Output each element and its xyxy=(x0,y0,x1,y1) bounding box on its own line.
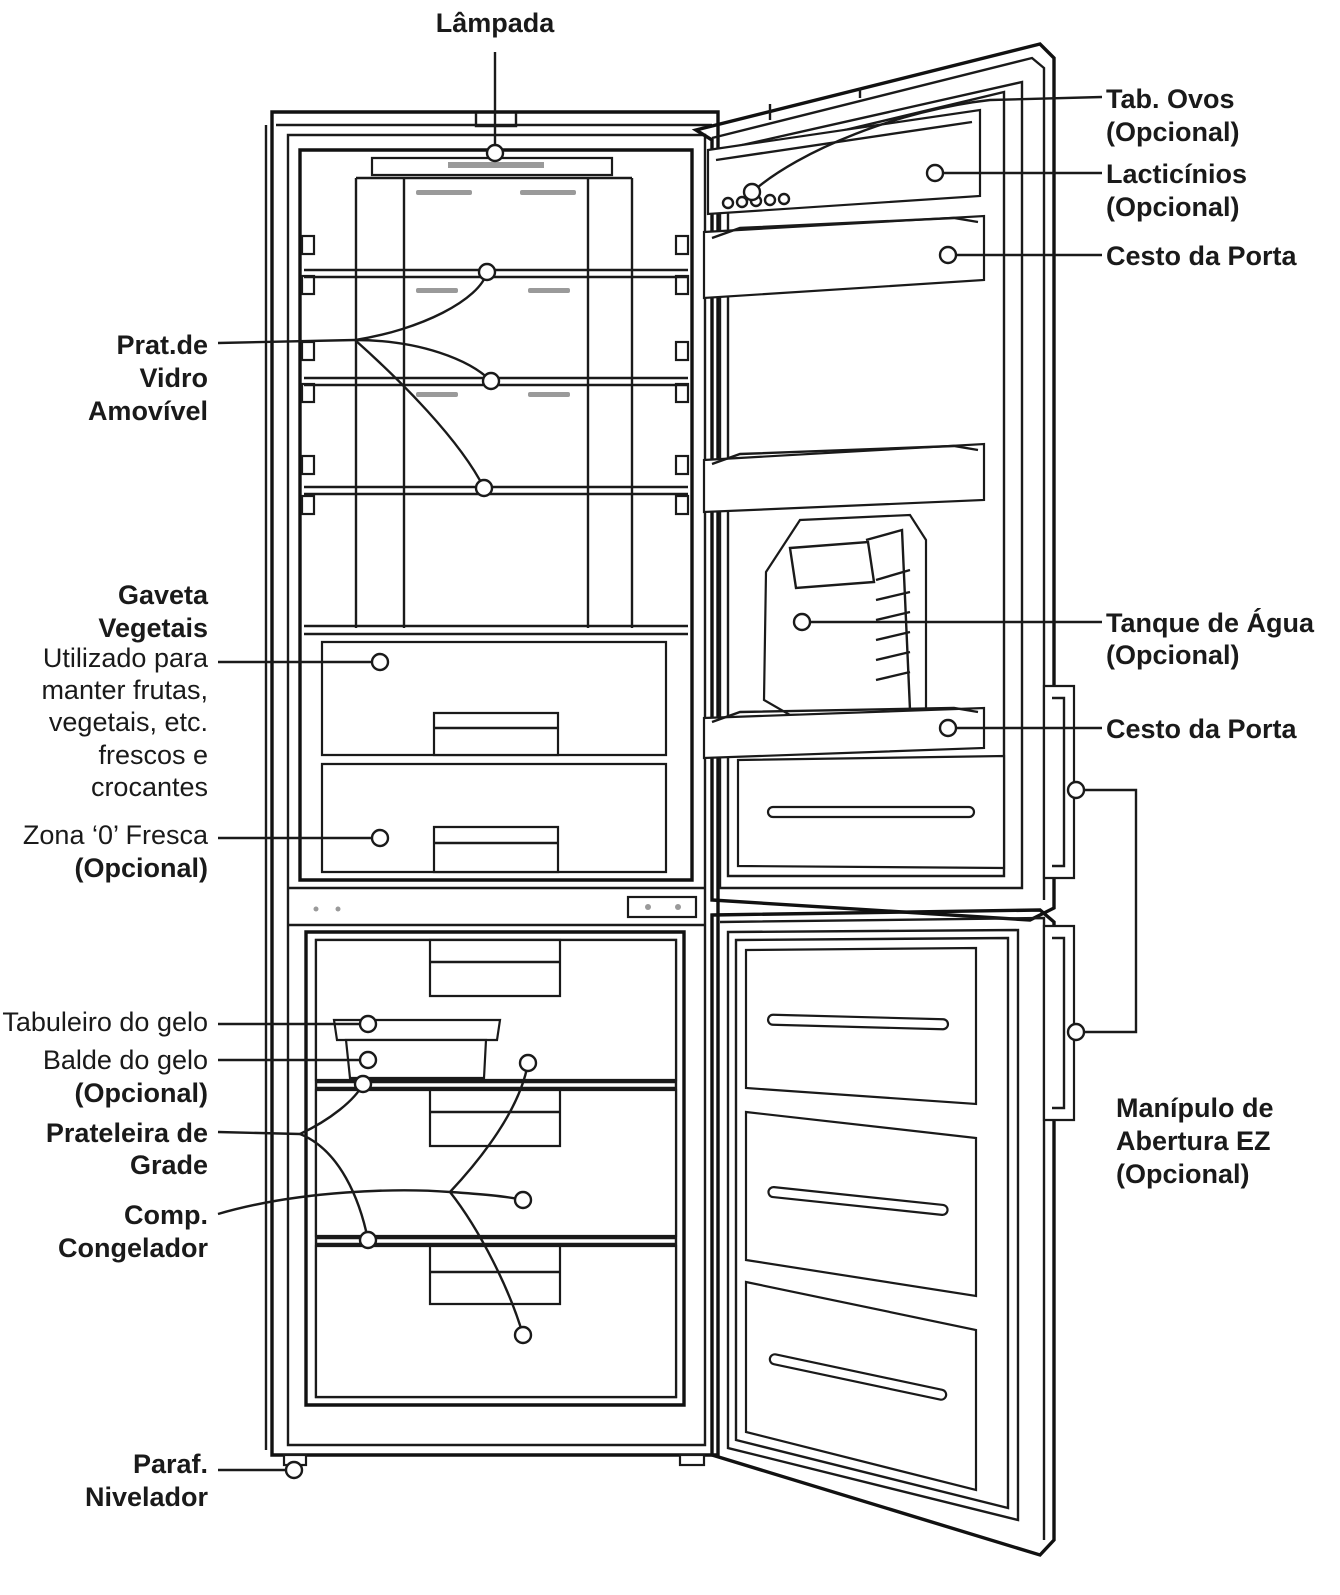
label-gaveta-line1: Gaveta xyxy=(118,580,209,610)
dairy-compartment xyxy=(706,108,982,216)
label-gaveta-desc-1: Utilizado para xyxy=(43,643,209,673)
door-basket-bottom xyxy=(702,706,986,760)
freezer-drawer-3 xyxy=(314,1244,678,1399)
label-prateleira-line2: Grade xyxy=(130,1150,208,1180)
label-tab-ovos: Tab. Ovos xyxy=(1106,84,1235,114)
indicator-dot xyxy=(335,906,341,912)
label-prat-vidro-line1: Prat.de xyxy=(116,330,208,360)
marker-grade-2 xyxy=(358,1230,378,1250)
freezer-door-panel-2 xyxy=(744,1110,978,1298)
label-lacticinios-optional: (Opcional) xyxy=(1106,192,1240,222)
label-comp-line2: Congelador xyxy=(58,1233,208,1263)
marker-congelador-1 xyxy=(518,1053,538,1073)
label-tanque-agua-optional: (Opcional) xyxy=(1106,640,1240,670)
label-balde-gelo-optional: (Opcional) xyxy=(75,1078,209,1108)
label-prateleira-line1: Prateleira de xyxy=(46,1118,208,1148)
door-basket-middle xyxy=(702,442,986,514)
marker-zona-fresca xyxy=(370,828,390,848)
water-tank xyxy=(762,513,928,717)
freezer-drawer-2 xyxy=(314,1088,678,1238)
indicator-dot xyxy=(313,906,319,912)
label-manipulo-line3: (Opcional) xyxy=(1116,1159,1250,1189)
marker-shelf-3 xyxy=(474,478,494,498)
freezer-door-handle[interactable] xyxy=(1042,924,1076,1122)
label-gaveta-desc-4: frescos e xyxy=(98,740,208,770)
marker-shelf-1 xyxy=(477,262,497,282)
marker-gaveta-vegetais xyxy=(370,652,390,672)
label-gaveta-desc-2: manter frutas, xyxy=(41,675,208,705)
marker-manipulo-top xyxy=(1066,780,1086,800)
label-tanque-agua: Tanque de Água xyxy=(1106,607,1315,638)
vegetable-drawer xyxy=(320,640,668,757)
label-gaveta-line2: Vegetais xyxy=(98,613,208,643)
fridge-cabinet xyxy=(264,110,720,1467)
freezer-door xyxy=(710,908,1076,1557)
label-tabuleiro-gelo: Tabuleiro do gelo xyxy=(2,1007,208,1037)
label-manipulo-line1: Manípulo de xyxy=(1116,1093,1274,1123)
freezer-door-panel-1 xyxy=(744,946,978,1106)
label-manipulo-line2: Abertura EZ xyxy=(1116,1126,1271,1156)
shelf-rails xyxy=(300,234,690,516)
freezer-compartment xyxy=(304,930,686,1407)
marker-congelador-2 xyxy=(513,1190,533,1210)
label-prat-vidro-line2: Vidro xyxy=(139,363,208,393)
label-prat-vidro-line3: Amovível xyxy=(88,396,208,426)
marker-tab-ovos xyxy=(742,182,762,202)
marker-tanque-agua xyxy=(792,612,812,632)
marker-manipulo-bottom xyxy=(1066,1022,1086,1042)
marker-parafuso xyxy=(284,1460,304,1480)
label-cesto-porta-top: Cesto da Porta xyxy=(1106,241,1298,271)
callout-markers xyxy=(284,143,1086,1480)
label-comp-line1: Comp. xyxy=(124,1200,208,1230)
label-paraf-line1: Paraf. xyxy=(133,1449,208,1479)
label-paraf-line2: Nivelador xyxy=(85,1482,209,1512)
label-tab-ovos-optional: (Opcional) xyxy=(1106,117,1240,147)
marker-lacticinios xyxy=(925,163,945,183)
marker-congelador-3 xyxy=(513,1325,533,1345)
door-bin-lower xyxy=(736,754,1006,870)
marker-tabuleiro-gelo xyxy=(358,1014,378,1034)
label-balde-gelo: Balde do gelo xyxy=(43,1045,208,1075)
upper-door-handle[interactable] xyxy=(1042,684,1076,880)
marker-cesto-porta-top xyxy=(938,245,958,265)
marker-cesto-porta-bottom xyxy=(938,718,958,738)
freezer-door-panel-3 xyxy=(744,1280,978,1492)
label-lampada: Lâmpada xyxy=(436,8,556,38)
marker-shelf-2 xyxy=(481,371,501,391)
marker-lampada xyxy=(485,143,505,163)
rear-foot xyxy=(678,1453,706,1467)
label-gaveta-desc-3: vegetais, etc. xyxy=(49,707,208,737)
upper-door xyxy=(691,42,1076,922)
door-basket-top xyxy=(702,214,986,300)
fridge-compartment xyxy=(298,148,694,882)
label-lacticinios: Lacticínios xyxy=(1106,159,1247,189)
label-gaveta-desc-5: crocantes xyxy=(91,772,208,802)
fresh-zone-drawer xyxy=(320,762,668,874)
marker-grade-1 xyxy=(353,1074,373,1094)
control-panel xyxy=(626,895,698,919)
label-cesto-porta-bottom: Cesto da Porta xyxy=(1106,714,1298,744)
label-zona-fresca: Zona ‘0’ Fresca xyxy=(23,820,209,850)
label-zona-fresca-optional: (Opcional) xyxy=(75,853,209,883)
marker-balde-gelo xyxy=(358,1050,378,1070)
labels: Lâmpada Tab. Ovos (Opcional) Lacticínios… xyxy=(2,8,1315,1512)
ice-bucket xyxy=(344,1038,488,1080)
